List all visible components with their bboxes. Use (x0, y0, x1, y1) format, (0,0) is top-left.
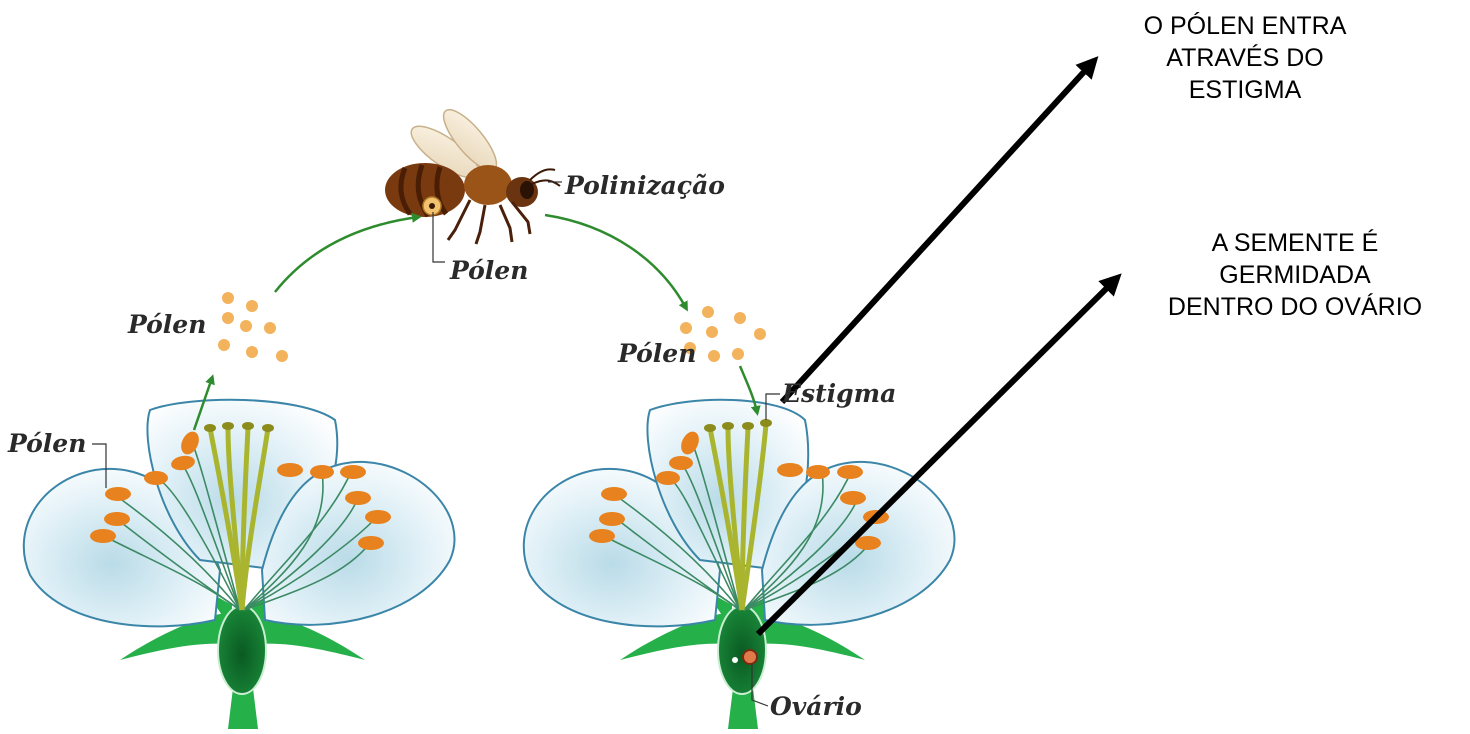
label-polen-bee: Pólen (449, 256, 528, 285)
right-ovary (718, 606, 766, 694)
bee-antennae (530, 169, 560, 186)
note-stigma: O PÓLEN ENTRA ATRAVÉS DO ESTIGMA (1100, 10, 1390, 106)
label-polen-left-flower: Pólen (7, 429, 86, 458)
note-ovary-line-2: GERMIDADA (1135, 259, 1455, 291)
note-stigma-line-3: ESTIGMA (1100, 74, 1390, 106)
label-polinizacao: Polinização (564, 171, 725, 200)
label-estigma: Estigma (781, 379, 896, 408)
right-flower (524, 400, 955, 729)
bee (385, 103, 560, 244)
label-ovario: Ovário (770, 692, 862, 721)
bee-pollen-dot (429, 203, 435, 209)
right-ovule (732, 657, 738, 663)
label-polen-left-cloud: Pólen (127, 310, 206, 339)
bee-legs (448, 200, 530, 244)
right-seed (743, 650, 757, 664)
arrow-cloud-to-bee (275, 217, 418, 292)
arrow-bee-to-cloud (545, 215, 686, 308)
bee-thorax (464, 165, 512, 205)
note-stigma-line-2: ATRAVÉS DO (1100, 42, 1390, 74)
left-ovary (218, 606, 266, 694)
note-ovary-line-3: DENTRO DO OVÁRIO (1135, 291, 1455, 323)
process-arrows (194, 215, 757, 430)
left-flower (24, 400, 455, 729)
note-ovary: A SEMENTE É GERMIDADA DENTRO DO OVÁRIO (1135, 227, 1455, 323)
annotation-arrow-ovary (758, 279, 1116, 634)
note-ovary-line-1: A SEMENTE É (1135, 227, 1455, 259)
note-stigma-line-1: O PÓLEN ENTRA (1100, 10, 1390, 42)
label-polen-right-cloud: Pólen (617, 339, 696, 368)
pollen-cloud-left (218, 292, 288, 362)
